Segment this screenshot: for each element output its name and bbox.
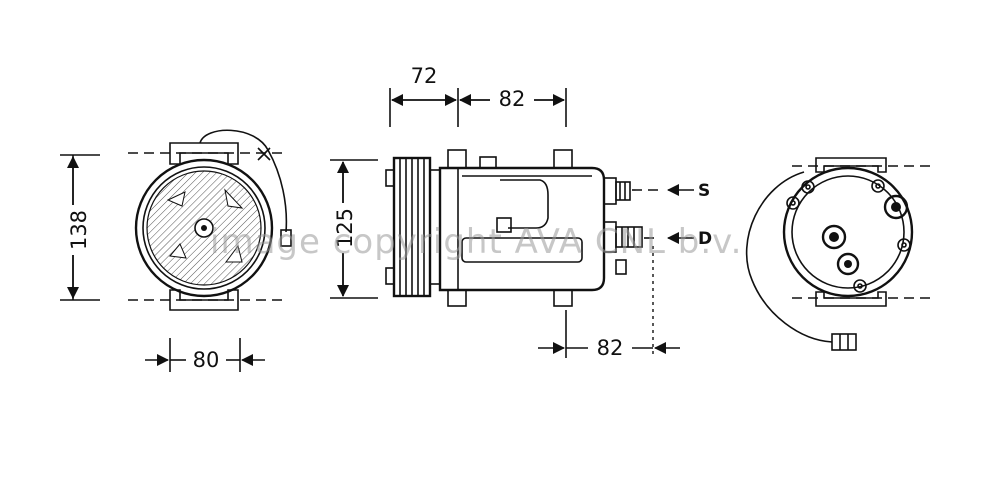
dim-body-length-b: 82	[499, 87, 526, 111]
rear-bolt-center	[805, 184, 811, 190]
front-bottom-mount	[169, 289, 239, 311]
side-view: 72 82 125	[330, 63, 712, 360]
rear-bolt	[801, 180, 815, 194]
body-mount-bottom-right	[553, 289, 573, 307]
rear-port-valve	[836, 252, 860, 276]
body-plug	[479, 156, 497, 169]
dim-body-length-a: 72	[411, 64, 438, 88]
rear-bolt	[786, 196, 800, 210]
suction-port-base	[603, 177, 617, 205]
side-wire-connector	[496, 217, 512, 233]
side-wire	[500, 179, 549, 229]
clutch-segment	[224, 188, 244, 209]
pulley-bolt-top	[385, 169, 395, 187]
rear-wire-connector	[831, 333, 857, 351]
body-rib	[461, 237, 583, 263]
rear-port-suction-core	[891, 202, 901, 212]
rear-housing	[782, 166, 914, 298]
rear-bolt	[853, 279, 867, 293]
suction-port-fitting	[615, 181, 631, 201]
rear-bolt-center	[875, 183, 881, 189]
rear-bolt-center	[790, 200, 796, 206]
rear-top-mount	[815, 157, 887, 173]
dim-82-label-bg	[490, 88, 534, 112]
dim-72-label-bg	[405, 63, 445, 89]
body-mount-top-left	[447, 149, 467, 169]
dim-front-height: 138	[67, 210, 91, 250]
rear-bolt	[871, 179, 885, 193]
rear-port-discharge-core	[829, 232, 839, 242]
dim-front-width: 80	[193, 348, 220, 372]
wire-connector	[280, 229, 292, 247]
body-valve	[615, 259, 627, 275]
pulley-bolt-bottom	[385, 267, 395, 285]
dim-125-label-bg	[332, 203, 358, 253]
pulley-outer-ring	[134, 158, 274, 298]
front-view: 138 80	[60, 129, 292, 372]
clutch-segment	[225, 244, 243, 263]
discharge-port-fitting	[615, 226, 643, 248]
shaft-center	[201, 225, 207, 231]
compressor-body	[438, 166, 606, 292]
wire-clip	[257, 147, 271, 161]
rear-view	[745, 157, 930, 351]
pulley-inner-ring	[142, 166, 266, 290]
discharge-port-label: D	[698, 229, 712, 249]
rear-bolt	[897, 238, 911, 252]
rear-wire	[745, 171, 833, 343]
dim-port-offset: 82	[597, 336, 624, 360]
rear-port-valve-core	[844, 260, 852, 268]
front-top-mount	[169, 142, 239, 165]
body-mount-top-right	[553, 149, 573, 169]
body-mount-bottom-left	[447, 289, 467, 307]
rear-cover	[791, 175, 905, 289]
dim-side-height: 125	[333, 208, 357, 248]
clutch-segment	[169, 243, 187, 259]
rear-bolt-center	[857, 283, 863, 289]
dim-138-label-bg	[60, 205, 86, 255]
rear-port-discharge	[821, 224, 847, 250]
copyright-watermark: image copyright AVA CNL b.v.	[210, 222, 742, 262]
rear-port-suction	[883, 194, 909, 220]
suction-port-label: S	[698, 181, 710, 201]
rear-bolt-center	[901, 242, 907, 248]
clutch-segment	[166, 191, 186, 207]
rear-bottom-mount	[815, 291, 887, 307]
